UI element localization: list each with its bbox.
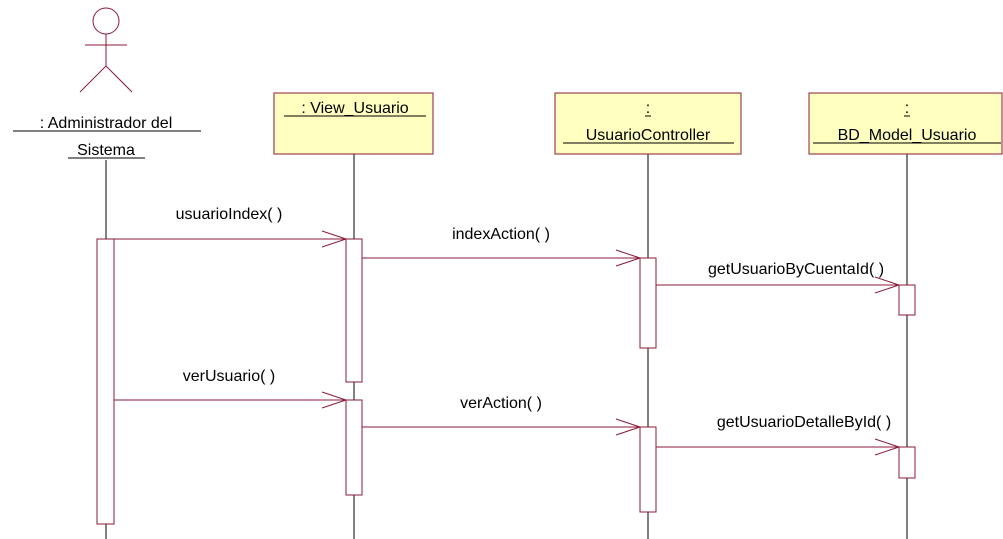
message-get-usuario-detalle-by-id-label: getUsuarioDetalleById( ) [717,414,891,431]
message-ver-usuario[interactable]: verUsuario( ) [114,368,348,409]
message-usuario-index-label: usuarioIndex( ) [176,206,283,223]
object-view-usuario-box [273,92,434,155]
message-usuario-index[interactable]: usuarioIndex( ) [114,206,348,248]
message-ver-usuario-arrowhead [321,391,348,409]
message-index-action[interactable]: indexAction( ) [362,226,642,267]
object-usuario-controller-colon: : [646,100,650,117]
message-get-usuario-by-cuenta-id-arrowhead [874,276,901,294]
message-index-action-arrowhead [615,249,642,267]
actor-left-leg [79,65,107,93]
controller-activation-1 [639,257,657,349]
controller-activation-2 [639,426,657,513]
message-get-usuario-by-cuenta-id-label: getUsuarioByCuentaId( ) [708,261,884,278]
actor-right-leg [105,65,133,93]
object-view-usuario-label: : View_Usuario [301,100,408,117]
view-activation-2 [345,399,363,496]
actor-activation [96,238,115,525]
view-activation-1 [345,238,363,383]
model-activation-2 [898,446,916,479]
object-view-usuario[interactable]: : View_Usuario [273,92,434,155]
message-ver-action-label: verAction( ) [460,395,542,412]
model-activation-1 [898,284,916,316]
message-get-usuario-detalle-by-id[interactable]: getUsuarioDetalleById( ) [656,414,901,456]
object-bd-model-usuario-label: BD_Model_Usuario [838,127,977,144]
message-usuario-index-arrowhead [321,230,348,248]
object-bd-model-usuario-colon: : [905,100,909,117]
message-get-usuario-by-cuenta-id[interactable]: getUsuarioByCuentaId( ) [656,261,901,294]
object-usuario-controller-box [554,92,742,155]
actor-figure [79,7,133,93]
message-ver-action[interactable]: verAction( ) [362,395,642,436]
object-bd-model-usuario-box [808,92,1003,155]
actor-label-line1: : Administrador del [40,115,173,132]
object-usuario-controller[interactable]: : UsuarioController [554,92,742,155]
message-index-action-label: indexAction( ) [452,226,550,243]
message-ver-action-arrowhead [615,418,642,436]
object-usuario-controller-label: UsuarioController [586,127,711,144]
message-get-usuario-detalle-by-id-arrowhead [874,438,901,456]
actor-label-line2: Sistema [77,142,135,159]
message-ver-usuario-label: verUsuario( ) [183,368,275,385]
object-bd-model-usuario[interactable]: : BD_Model_Usuario [808,92,1003,155]
actor-head [92,7,120,35]
